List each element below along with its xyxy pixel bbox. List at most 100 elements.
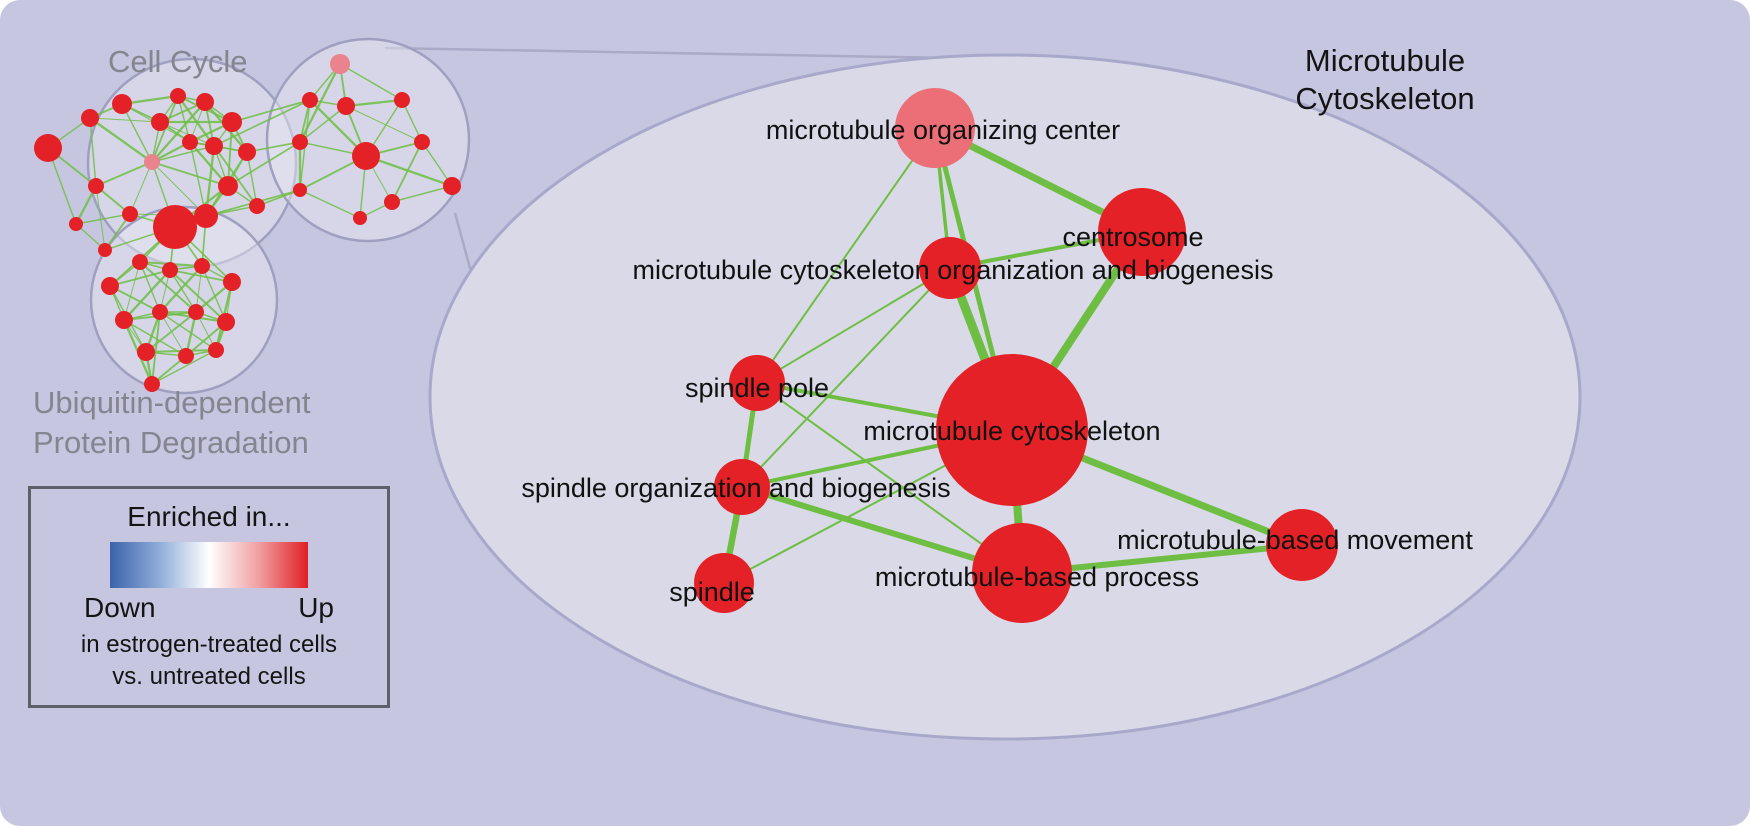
node-moc [895,88,975,168]
ubiquitin-label-line1: Ubiquitin-dependent [33,385,311,420]
mini-node [352,142,380,170]
node-spole [729,355,785,411]
node-label-centrosome: centrosome [1062,222,1203,252]
mini-edge [339,63,403,101]
mini-node [218,176,238,196]
mini-node [112,94,132,114]
mini-edge [345,98,403,108]
node-mc [936,354,1088,506]
node-mbp [972,523,1072,623]
node-label-sorg: spindle organization and biogenesis [521,473,950,503]
mini-edge [89,117,153,163]
node-label-mc: microtubule cytoskeleton [863,416,1160,446]
mini-edge [227,121,233,187]
node-label-mco: microtubule cytoskeleton organization an… [633,255,1274,285]
mini-node [208,342,224,358]
node-centrosome [1098,188,1186,276]
mini-edge [145,311,197,353]
mini-node [170,88,186,104]
mini-edge [129,161,153,215]
mini-node [98,243,112,257]
mini-edge [89,117,97,187]
mini-edge [231,99,311,123]
node-mbm [1266,509,1338,581]
node-label-mbm: microtubule-based movement [1117,525,1473,555]
mini-node [337,97,355,115]
mini-node [394,92,410,108]
node-sorg [714,459,770,515]
legend-scale-ends: Down Up [84,592,334,624]
mini-edge [159,121,215,147]
mini-edge [345,105,423,143]
mini-edge [159,311,187,357]
node-label-spole: spindle pole [685,373,829,403]
mini-node [330,54,350,74]
mini-node [238,143,256,161]
node-label-mbp: microtubule-based process [875,562,1199,592]
mini-edge [139,261,197,313]
zoom-connector-line [384,46,951,60]
mini-node [249,198,265,214]
mini-edge [123,269,171,321]
mini-node [196,93,214,111]
mini-node [151,113,169,131]
mini-node [188,304,204,320]
mini-node [101,277,119,295]
mini-edge [177,95,215,147]
mini-edge [123,319,187,357]
mini-node [414,134,430,150]
mini-edge [299,189,361,219]
mini-edge [391,185,453,203]
edge-mco-sorg [741,267,951,488]
mini-edge [169,269,197,313]
legend: Enriched in... Down Up in estrogen-treat… [28,486,390,708]
node-spindle [694,553,754,613]
mini-node [222,112,242,132]
legend-up-label: Up [298,592,334,623]
mini-edge [213,145,258,207]
mini-edge [109,269,171,287]
mini-edge [75,213,131,225]
edge-spole-mbp [756,382,1023,574]
mini-node [34,134,62,162]
mini-node [122,206,138,222]
mini-node [152,304,168,320]
legend-caption: in estrogen-treated cells vs. untreated … [81,629,337,692]
node-label-moc: microtubule organizing center [766,115,1120,145]
microtubule-title-line2: Cytoskeleton [1295,80,1475,116]
mini-edge [151,311,161,385]
mini-node [115,311,133,329]
mini-node [162,262,178,278]
mini-edge [213,99,311,147]
mini-edge [151,349,217,385]
mini-node [194,258,210,274]
mini-node [223,273,241,291]
legend-caption-line2: vs. untreated cells [112,662,306,690]
mini-node [292,134,308,150]
mini-node [178,348,194,364]
mini-edge [227,141,301,187]
mini-edge [151,101,206,163]
mini-edge [151,161,207,217]
mini-edge [299,105,347,143]
mini-node [353,211,367,225]
mini-node [194,204,218,228]
legend-title: Enriched in... [127,501,291,532]
enrichment-color-scale [110,542,308,588]
mini-edge [159,265,203,313]
mini-edge [151,161,229,187]
edge-moc-spole [756,127,936,384]
mini-edge [246,151,258,207]
cell-cycle-cluster-label: Cell Cycle [108,44,248,79]
mini-node [81,109,99,127]
mini-edge [121,103,153,163]
mini-node [443,177,461,195]
mini-edge [159,311,217,351]
node-mco [919,237,981,299]
mini-edge [139,261,161,313]
mini-edge [109,285,161,313]
microtubule-mini-cluster-circle [265,37,471,243]
legend-caption-line1: in estrogen-treated cells [80,631,338,658]
mini-edge [123,261,141,321]
